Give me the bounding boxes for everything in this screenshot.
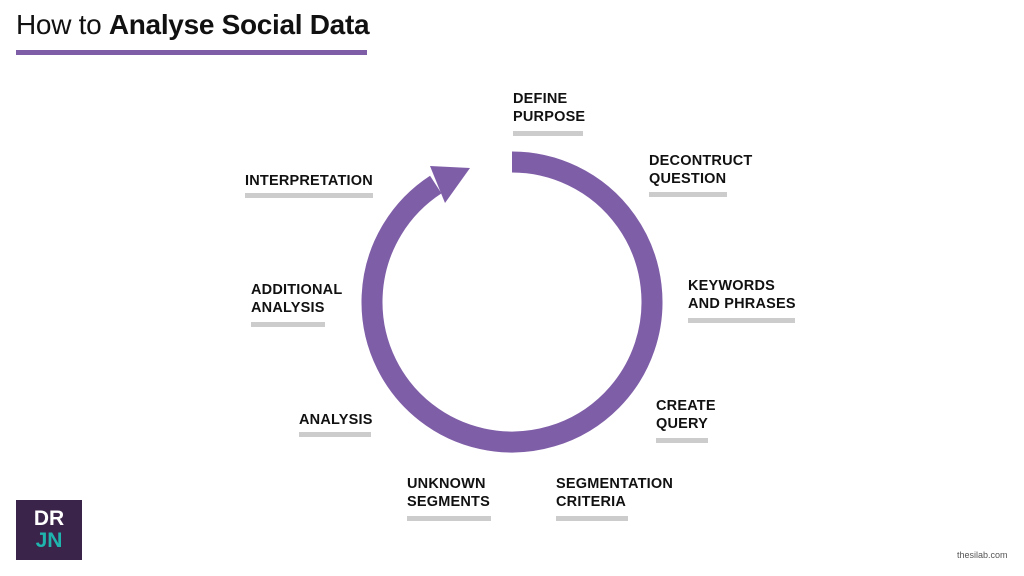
step-bar (656, 438, 708, 443)
step-additional-analysis: ADDITIONAL ANALYSIS (251, 282, 343, 316)
step-deconstruct-question: DECONTRUCT QUESTION (649, 153, 753, 187)
title-underline (16, 50, 367, 55)
title-prefix: How to (16, 9, 109, 40)
step-segmentation-criteria: SEGMENTATION CRITERIA (556, 476, 674, 510)
step-bar (688, 318, 795, 323)
step-bar (251, 322, 325, 327)
step-bar (245, 193, 373, 198)
page-title: How to Analyse Social Data (16, 9, 370, 41)
step-bar (299, 432, 371, 437)
step-create-query: CREATE QUERY (656, 398, 716, 432)
logo-line1: DR (33, 507, 65, 530)
step-bar (407, 516, 491, 521)
step-analysis: ANALYSIS (299, 412, 373, 428)
logo-line2: JN (35, 529, 63, 552)
step-define-purpose: DEFINE PURPOSE (513, 91, 586, 125)
cycle-arc (361, 151, 663, 453)
step-interpretation: INTERPRETATION (245, 173, 373, 189)
step-bar (513, 131, 583, 136)
step-bar (556, 516, 628, 521)
title-bold: Analyse Social Data (108, 9, 370, 40)
step-unknown-segments: UNKNOWN SEGMENTS (407, 476, 490, 510)
footer-credit: thesilab.com (957, 550, 1008, 560)
step-keywords-phrases: KEYWORDS AND PHRASES (688, 278, 796, 312)
step-bar (649, 192, 727, 197)
arrowhead-icon (430, 166, 470, 203)
